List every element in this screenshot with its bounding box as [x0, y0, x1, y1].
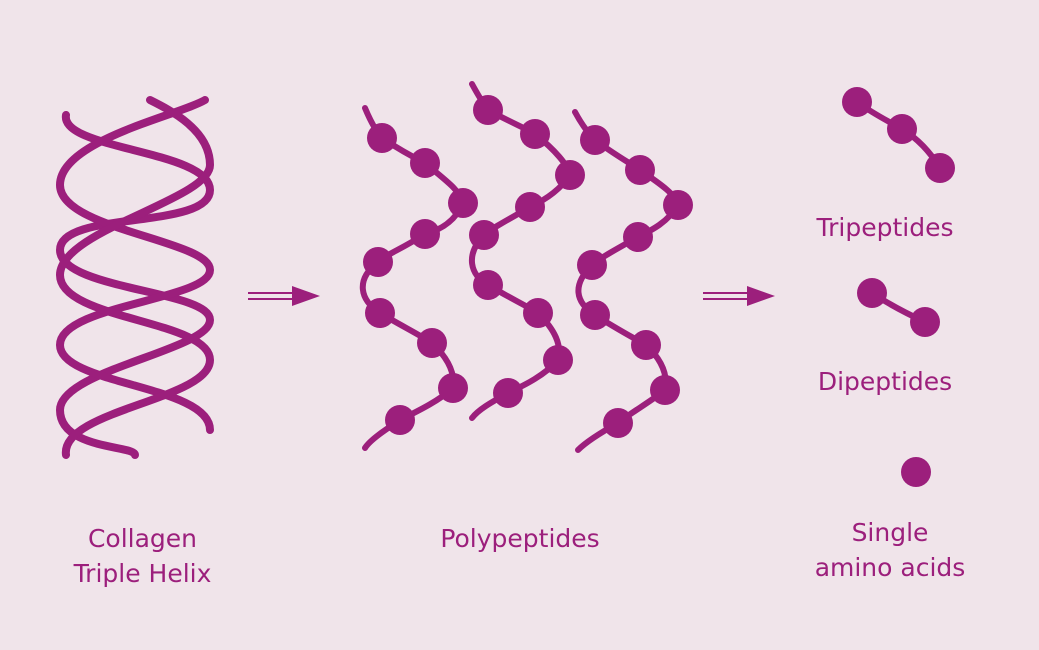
polypeptides-label: Polypeptides	[440, 524, 600, 553]
amino-acid-bead	[410, 148, 440, 178]
amino-acid-bead	[603, 408, 633, 438]
amino-acid-bead	[842, 87, 872, 117]
amino-acid-bead	[385, 405, 415, 435]
triple-helix-label-line-1: Collagen	[87, 524, 198, 553]
dipeptides-label: Dipeptides	[817, 367, 953, 396]
amino-acid-bead	[367, 123, 397, 153]
amino-acid-bead	[543, 345, 573, 375]
dipeptide-graphic	[857, 278, 940, 337]
amino-acid-bead	[577, 250, 607, 280]
amino-acid-bead	[663, 190, 693, 220]
amino-acid-bead	[580, 125, 610, 155]
single-label-line-1: Single	[851, 518, 929, 547]
amino-acid-bead	[887, 114, 917, 144]
arrow-2	[703, 286, 775, 306]
amino-acid-bead	[625, 155, 655, 185]
amino-acid-bead	[623, 222, 653, 252]
triple-helix-graphic	[55, 96, 215, 459]
amino-acid-bead	[925, 153, 955, 183]
amino-acid-bead	[520, 119, 550, 149]
tripeptide-graphic	[842, 87, 955, 183]
amino-acid-bead	[469, 220, 499, 250]
amino-acid-bead	[857, 278, 887, 308]
amino-acid-bead	[473, 95, 503, 125]
amino-acid-bead	[438, 373, 468, 403]
single-label-line-2: amino acids	[814, 553, 966, 582]
amino-acid-bead	[515, 192, 545, 222]
helix-strand-3	[55, 96, 215, 459]
amino-acid-bead	[363, 247, 393, 277]
amino-acid-bead	[650, 375, 680, 405]
amino-acid-bead	[365, 298, 395, 328]
amino-acid-bead	[493, 378, 523, 408]
amino-acid-bead	[580, 300, 610, 330]
amino-acid-bead	[448, 188, 478, 218]
amino-acid-bead	[523, 298, 553, 328]
helix-strand-2	[55, 96, 215, 434]
triple-helix-label-line-2: Triple Helix	[73, 559, 212, 588]
polypeptide-chain-1	[359, 105, 478, 451]
polypeptide-chain-2	[468, 81, 585, 421]
amino-acid-bead	[555, 160, 585, 190]
triple-helix-label: Collagen Triple Helix	[40, 521, 245, 591]
arrow-1	[248, 286, 320, 306]
amino-acid-bead	[473, 270, 503, 300]
amino-acid-bead	[901, 457, 931, 487]
amino-acid-bead	[417, 328, 447, 358]
amino-acid-bead	[910, 307, 940, 337]
polypeptide-chain-3	[572, 109, 693, 453]
single-amino-acids-label: Single amino acids	[790, 515, 990, 585]
single-amino-acid-graphic	[901, 457, 931, 487]
amino-acid-bead	[631, 330, 661, 360]
amino-acid-bead	[410, 219, 440, 249]
tripeptides-label: Tripeptides	[816, 213, 954, 242]
helix-strand-1	[55, 111, 215, 459]
